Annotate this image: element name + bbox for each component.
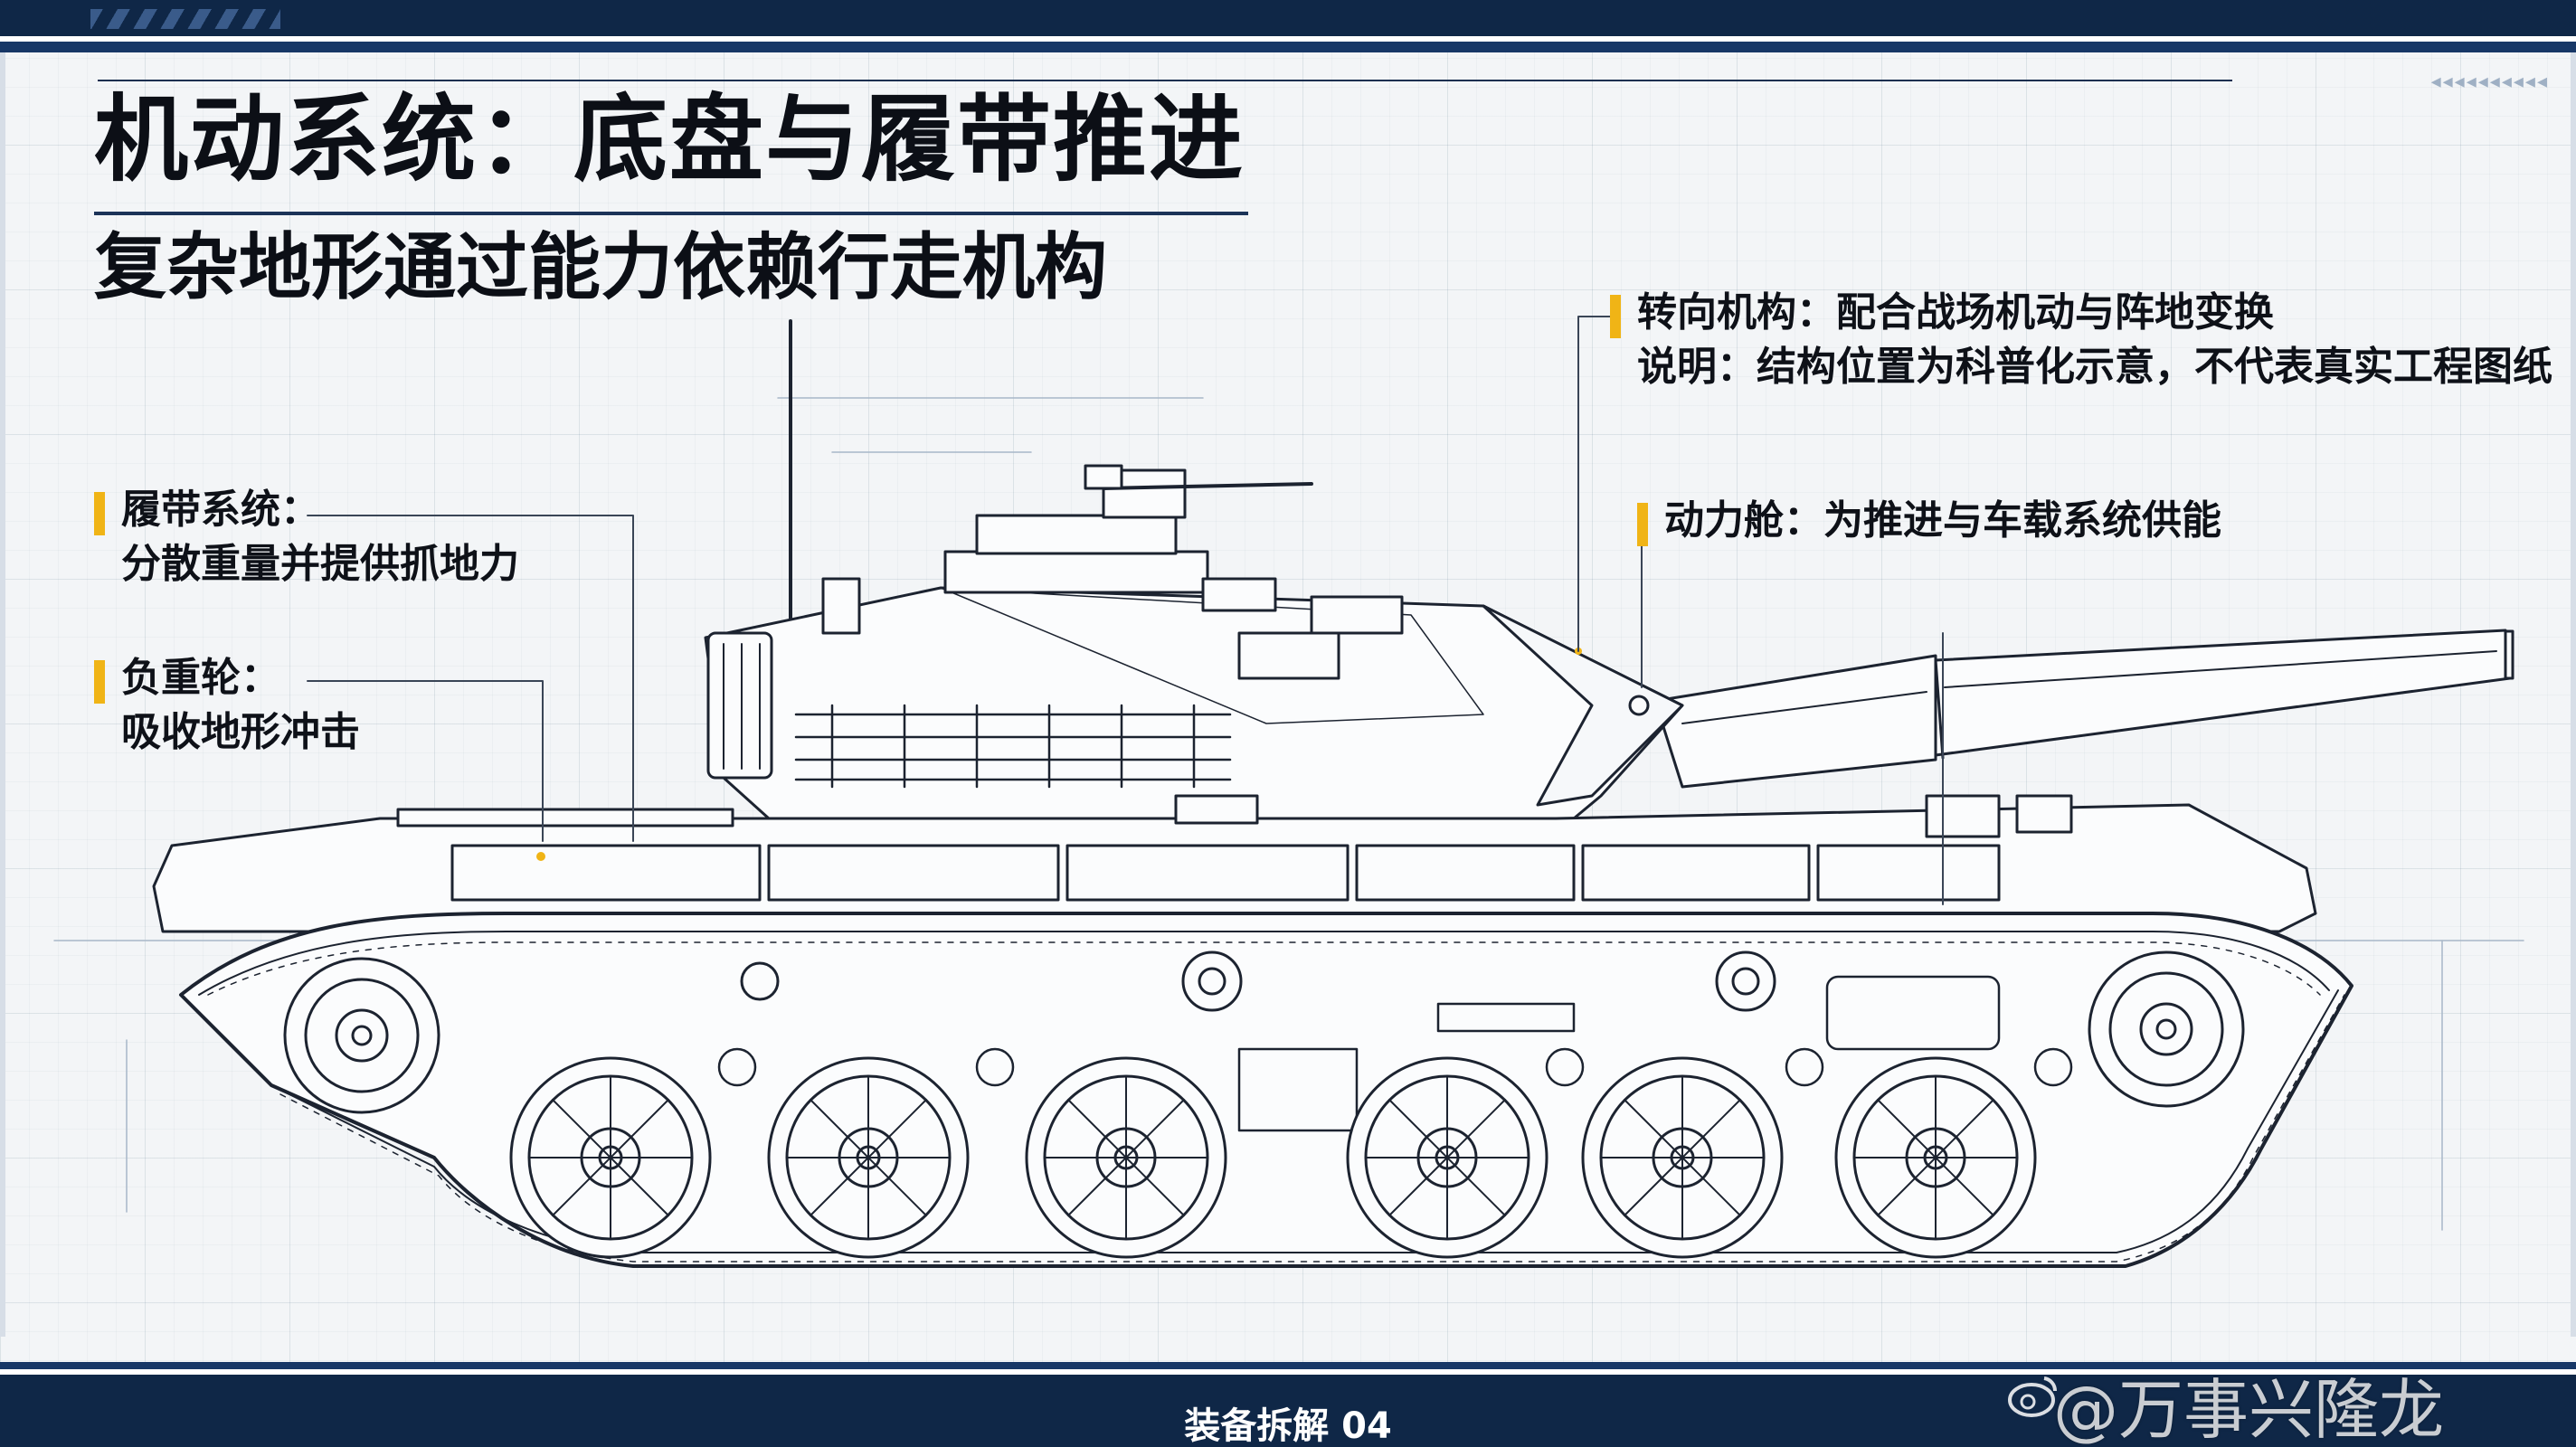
road-wheel-6 (1834, 1056, 2037, 1259)
right-frame-bar (2571, 52, 2576, 1337)
hull-upper (152, 794, 2317, 933)
road-wheels (509, 1056, 2037, 1259)
left-frame-bar (0, 52, 5, 1337)
top-band (0, 0, 2576, 36)
top-band-line (0, 42, 2576, 52)
callout-accent-bar (1637, 503, 1648, 546)
callout-roadwheel-title: 负重轮： (121, 655, 280, 701)
bump-stops (717, 1047, 2073, 1087)
callout-track-desc: 分散重量并提供抓地力 (121, 541, 519, 587)
callout-leader-lines (307, 316, 1944, 905)
callout-accent-bar (1610, 295, 1621, 338)
road-wheel-5 (1581, 1056, 1784, 1259)
title-underline (94, 212, 1248, 215)
road-wheel-4 (1346, 1056, 1548, 1259)
page-title: 机动系统：底盘与履带推进 (94, 84, 1245, 194)
footer-band (0, 1375, 2576, 1447)
idler-wheel (2088, 950, 2245, 1108)
footer-rule (0, 1362, 2576, 1369)
drive-sprocket (283, 957, 440, 1114)
road-wheel-2 (767, 1056, 970, 1259)
callout-roadwheel-desc: 吸收地形冲击 (121, 709, 360, 755)
footer-stripe (0, 1369, 2576, 1375)
callout-track-title: 履带系统： (121, 487, 320, 533)
callout-powerpack-title: 动力舱：为推进与车载系统供能 (1664, 497, 2221, 544)
footer-label: 装备拆解 04 (1184, 1405, 1392, 1447)
suspension-arms (1237, 975, 2001, 1132)
page-subtitle: 复杂地形通过能力依赖行走机构 (94, 225, 1107, 309)
callout-steering-title: 转向机构：配合战场机动与阵地变换 (1637, 289, 2274, 336)
arrow-decoration-icon: ◂◂◂◂◂◂◂◂◂◂ (2430, 71, 2549, 93)
main-gun-barrel (1653, 629, 2514, 789)
weibo-logo-icon (2008, 1376, 2058, 1417)
header-rule (98, 80, 2232, 81)
road-wheel-3 (1025, 1056, 1227, 1259)
road-wheel-1 (509, 1056, 712, 1259)
header-hatch-decoration (90, 9, 280, 29)
callout-accent-bar (94, 492, 105, 535)
turret (704, 464, 1684, 820)
callout-steering-note: 说明：结构位置为科普化示意，不代表真实工程图纸 (1637, 344, 2552, 390)
callout-accent-bar (94, 660, 105, 704)
top-band-stripe (0, 36, 2576, 42)
watermark-text: @万事兴隆龙 (2053, 1372, 2445, 1447)
return-rollers (740, 950, 1776, 1012)
